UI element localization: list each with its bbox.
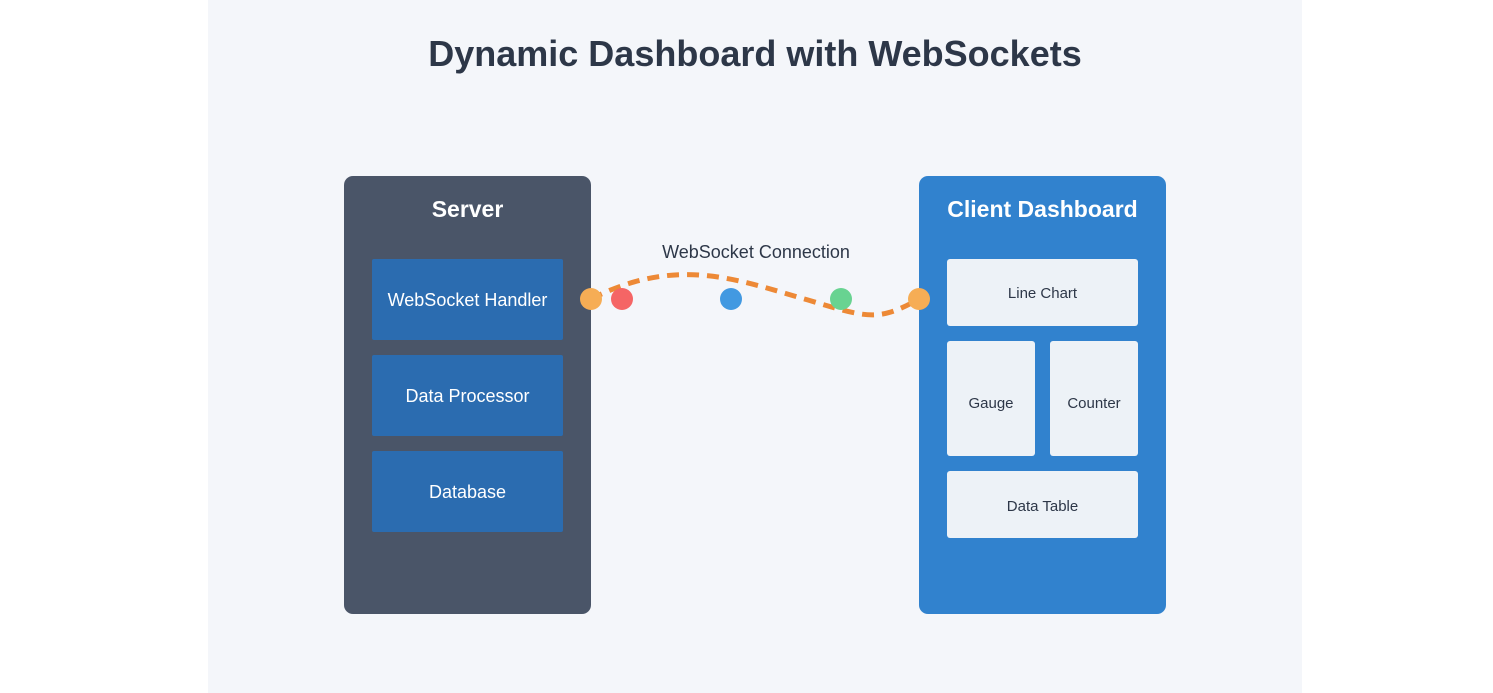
server-component-websocket-handler: WebSocket Handler [372, 259, 563, 340]
widget-box [947, 471, 1138, 538]
server-component-box [372, 355, 563, 436]
diagram-svg: Dynamic Dashboard with WebSockets Server… [344, 33, 1166, 614]
server-component-database: Database [372, 451, 563, 532]
websocket-connection: WebSocket Connection [580, 242, 930, 318]
server-component-label: WebSocket Handler [388, 290, 548, 310]
server-component-label: Data Processor [405, 386, 529, 406]
server-component-box [372, 259, 563, 340]
client-endpoint-dot [908, 288, 930, 310]
widget-box [947, 259, 1138, 326]
message-dot-blue [720, 288, 742, 310]
server-title: Server [432, 196, 504, 222]
server-component-data-processor: Data Processor [372, 355, 563, 436]
diagram-title: Dynamic Dashboard with WebSockets [428, 33, 1082, 74]
widget-box [947, 341, 1035, 456]
server-panel: Server WebSocket Handler Data Processor … [344, 176, 591, 614]
message-dot-green [830, 288, 852, 310]
widget-data-table: Data Table [947, 471, 1138, 538]
widget-box [1050, 341, 1138, 456]
widget-label: Line Chart [1008, 285, 1078, 302]
client-title: Client Dashboard [947, 196, 1137, 222]
widget-line-chart: Line Chart [947, 259, 1138, 326]
server-component-box [372, 451, 563, 532]
message-dot-red [611, 288, 633, 310]
widget-counter: Counter [1050, 341, 1138, 456]
connection-line [589, 272, 921, 318]
widget-gauge: Gauge [947, 341, 1035, 456]
server-component-label: Database [429, 482, 506, 502]
widget-label: Gauge [968, 395, 1013, 412]
widget-label: Counter [1067, 395, 1120, 412]
client-panel: Client Dashboard Line Chart Gauge Counte… [919, 176, 1166, 614]
diagram-canvas: Dynamic Dashboard with WebSockets Server… [208, 0, 1302, 693]
server-endpoint-dot [580, 288, 602, 310]
widget-label: Data Table [1007, 498, 1078, 515]
connection-label: WebSocket Connection [662, 242, 850, 262]
